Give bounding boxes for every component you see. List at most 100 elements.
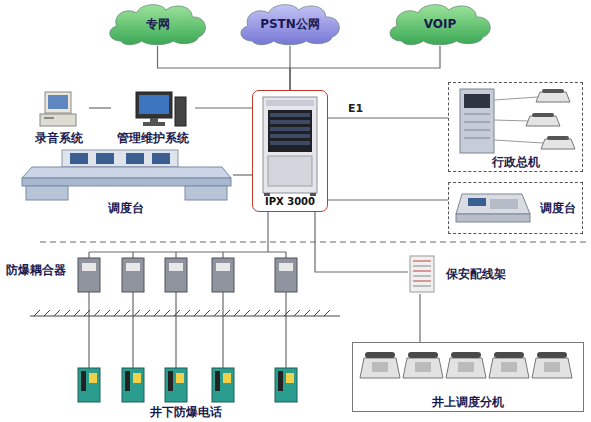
recording-pc-part bbox=[45, 92, 71, 113]
connector-line bbox=[195, 107, 252, 108]
admin-pbx-part bbox=[542, 89, 564, 93]
ground-line-part bbox=[314, 310, 320, 316]
dispatch-console-small bbox=[456, 194, 530, 222]
ipx-rack-part bbox=[268, 156, 312, 186]
switch-box: IPX 3000 bbox=[252, 90, 328, 212]
explosion-proof-coupler-part bbox=[165, 258, 187, 292]
connector-line bbox=[158, 46, 291, 90]
distribution-frame-part bbox=[410, 256, 434, 292]
dispatch-console-small-part bbox=[456, 194, 530, 214]
explosion-proof-coupler bbox=[78, 258, 297, 292]
distribution-frame: 保安配线架 bbox=[408, 254, 508, 294]
management-pc-part bbox=[139, 95, 169, 114]
cloud-outline bbox=[110, 5, 206, 45]
management-pc-part bbox=[175, 97, 186, 126]
ground-line-part bbox=[164, 310, 170, 316]
ipx-rack-part bbox=[270, 141, 310, 145]
desk-phone-part bbox=[360, 358, 400, 378]
dispatch-console-part bbox=[22, 167, 231, 178]
explosion-proof-phone bbox=[78, 368, 297, 402]
explosion-proof-phone-part bbox=[125, 371, 130, 391]
dispatch-console-part bbox=[126, 153, 144, 164]
ground-line bbox=[30, 310, 340, 316]
coupler-bus-part bbox=[88, 252, 89, 258]
coupler-bus-part bbox=[285, 252, 286, 258]
ipx-rack-part bbox=[266, 100, 314, 106]
recording-pc bbox=[40, 92, 76, 126]
ground-line-part bbox=[184, 310, 190, 316]
explosion-proof-coupler-part bbox=[275, 258, 297, 292]
desk-phone-part bbox=[446, 358, 486, 378]
coupler-bus-part bbox=[132, 292, 133, 368]
admin-pbx-part bbox=[526, 116, 560, 126]
desk-phone-part bbox=[403, 358, 443, 378]
desk-phone-part bbox=[489, 358, 529, 378]
ground-line-part bbox=[104, 310, 110, 316]
explosion-proof-phone-part bbox=[215, 371, 220, 391]
explosion-proof-coupler-part bbox=[82, 263, 96, 271]
ground-line-part bbox=[234, 310, 240, 316]
node-text: 调度台 bbox=[108, 201, 144, 215]
coupler-bus-part bbox=[89, 251, 286, 252]
ground-line-part bbox=[64, 310, 70, 316]
recording-pc-part bbox=[44, 117, 54, 119]
ground-line-part bbox=[114, 310, 120, 316]
ipx-rack-part bbox=[263, 97, 317, 193]
ipx-rack bbox=[263, 97, 317, 196]
ground-line-part bbox=[254, 310, 260, 316]
desk-phone-part bbox=[544, 362, 560, 372]
ground-line-part bbox=[224, 310, 230, 316]
distribution-frame-part bbox=[413, 281, 431, 282]
desk-phone-part bbox=[372, 362, 388, 372]
dispatch-console-part bbox=[185, 186, 227, 200]
explosion-proof-phone-part bbox=[176, 373, 184, 383]
coupler-bus-part bbox=[175, 252, 176, 258]
explosion-proof-phone-part bbox=[78, 368, 100, 402]
explosion-proof-phone-part bbox=[89, 373, 97, 383]
coupler-bus-part bbox=[88, 292, 89, 368]
explosion-proof-coupler-part bbox=[78, 258, 100, 292]
desk-phone-part bbox=[532, 358, 572, 378]
admin-pbx-part bbox=[464, 138, 490, 139]
explosion-proof-coupler-part bbox=[279, 263, 293, 271]
desk-phone-part bbox=[415, 362, 431, 372]
network-cloud: 专网 bbox=[105, 2, 210, 46]
dispatch-console: 调度台 bbox=[18, 145, 233, 217]
ground-line-part bbox=[294, 310, 300, 316]
connector-line bbox=[328, 199, 448, 200]
explosion-proof-phone-part bbox=[81, 371, 86, 391]
recording-system: 录音系统 bbox=[29, 92, 89, 147]
ground-line-part bbox=[34, 310, 40, 316]
explosion-proof-phone-part bbox=[133, 373, 141, 383]
connector-line bbox=[290, 46, 440, 90]
distribution-frame-part bbox=[413, 286, 431, 287]
coupler-bus-part bbox=[222, 292, 223, 368]
cloud-outline bbox=[390, 5, 490, 45]
dispatch-console-part bbox=[152, 153, 170, 164]
dispatch-console bbox=[22, 150, 231, 200]
explosion-proof-phone-part bbox=[168, 371, 173, 391]
ipx-rack-part bbox=[270, 134, 310, 138]
ground-line-part bbox=[304, 310, 310, 316]
network-cloud: VOIP bbox=[385, 2, 495, 46]
ground-line-part bbox=[194, 310, 200, 316]
dispatch-console-part bbox=[70, 153, 88, 164]
node-text: 行政总机 bbox=[492, 155, 540, 169]
ground-line-part bbox=[84, 310, 90, 316]
management-pc bbox=[136, 92, 186, 126]
ipx-rack-part bbox=[264, 193, 270, 196]
distribution-frame-part bbox=[413, 271, 431, 272]
desk-phone-part bbox=[408, 352, 438, 358]
coupler-bus-part bbox=[175, 292, 176, 368]
desk-phone-part bbox=[451, 352, 481, 358]
admin-pbx-part bbox=[536, 92, 570, 102]
ground-line-part bbox=[44, 310, 50, 316]
node-text: 专网 bbox=[146, 17, 170, 31]
ground-line-part bbox=[244, 310, 250, 316]
explosion-proof-phone-part bbox=[212, 368, 234, 402]
coupler-bus-part bbox=[267, 212, 268, 252]
node-text: 录音系统 bbox=[35, 131, 83, 145]
admin-pbx-part bbox=[464, 130, 490, 131]
dispatch-console-part bbox=[62, 150, 178, 167]
